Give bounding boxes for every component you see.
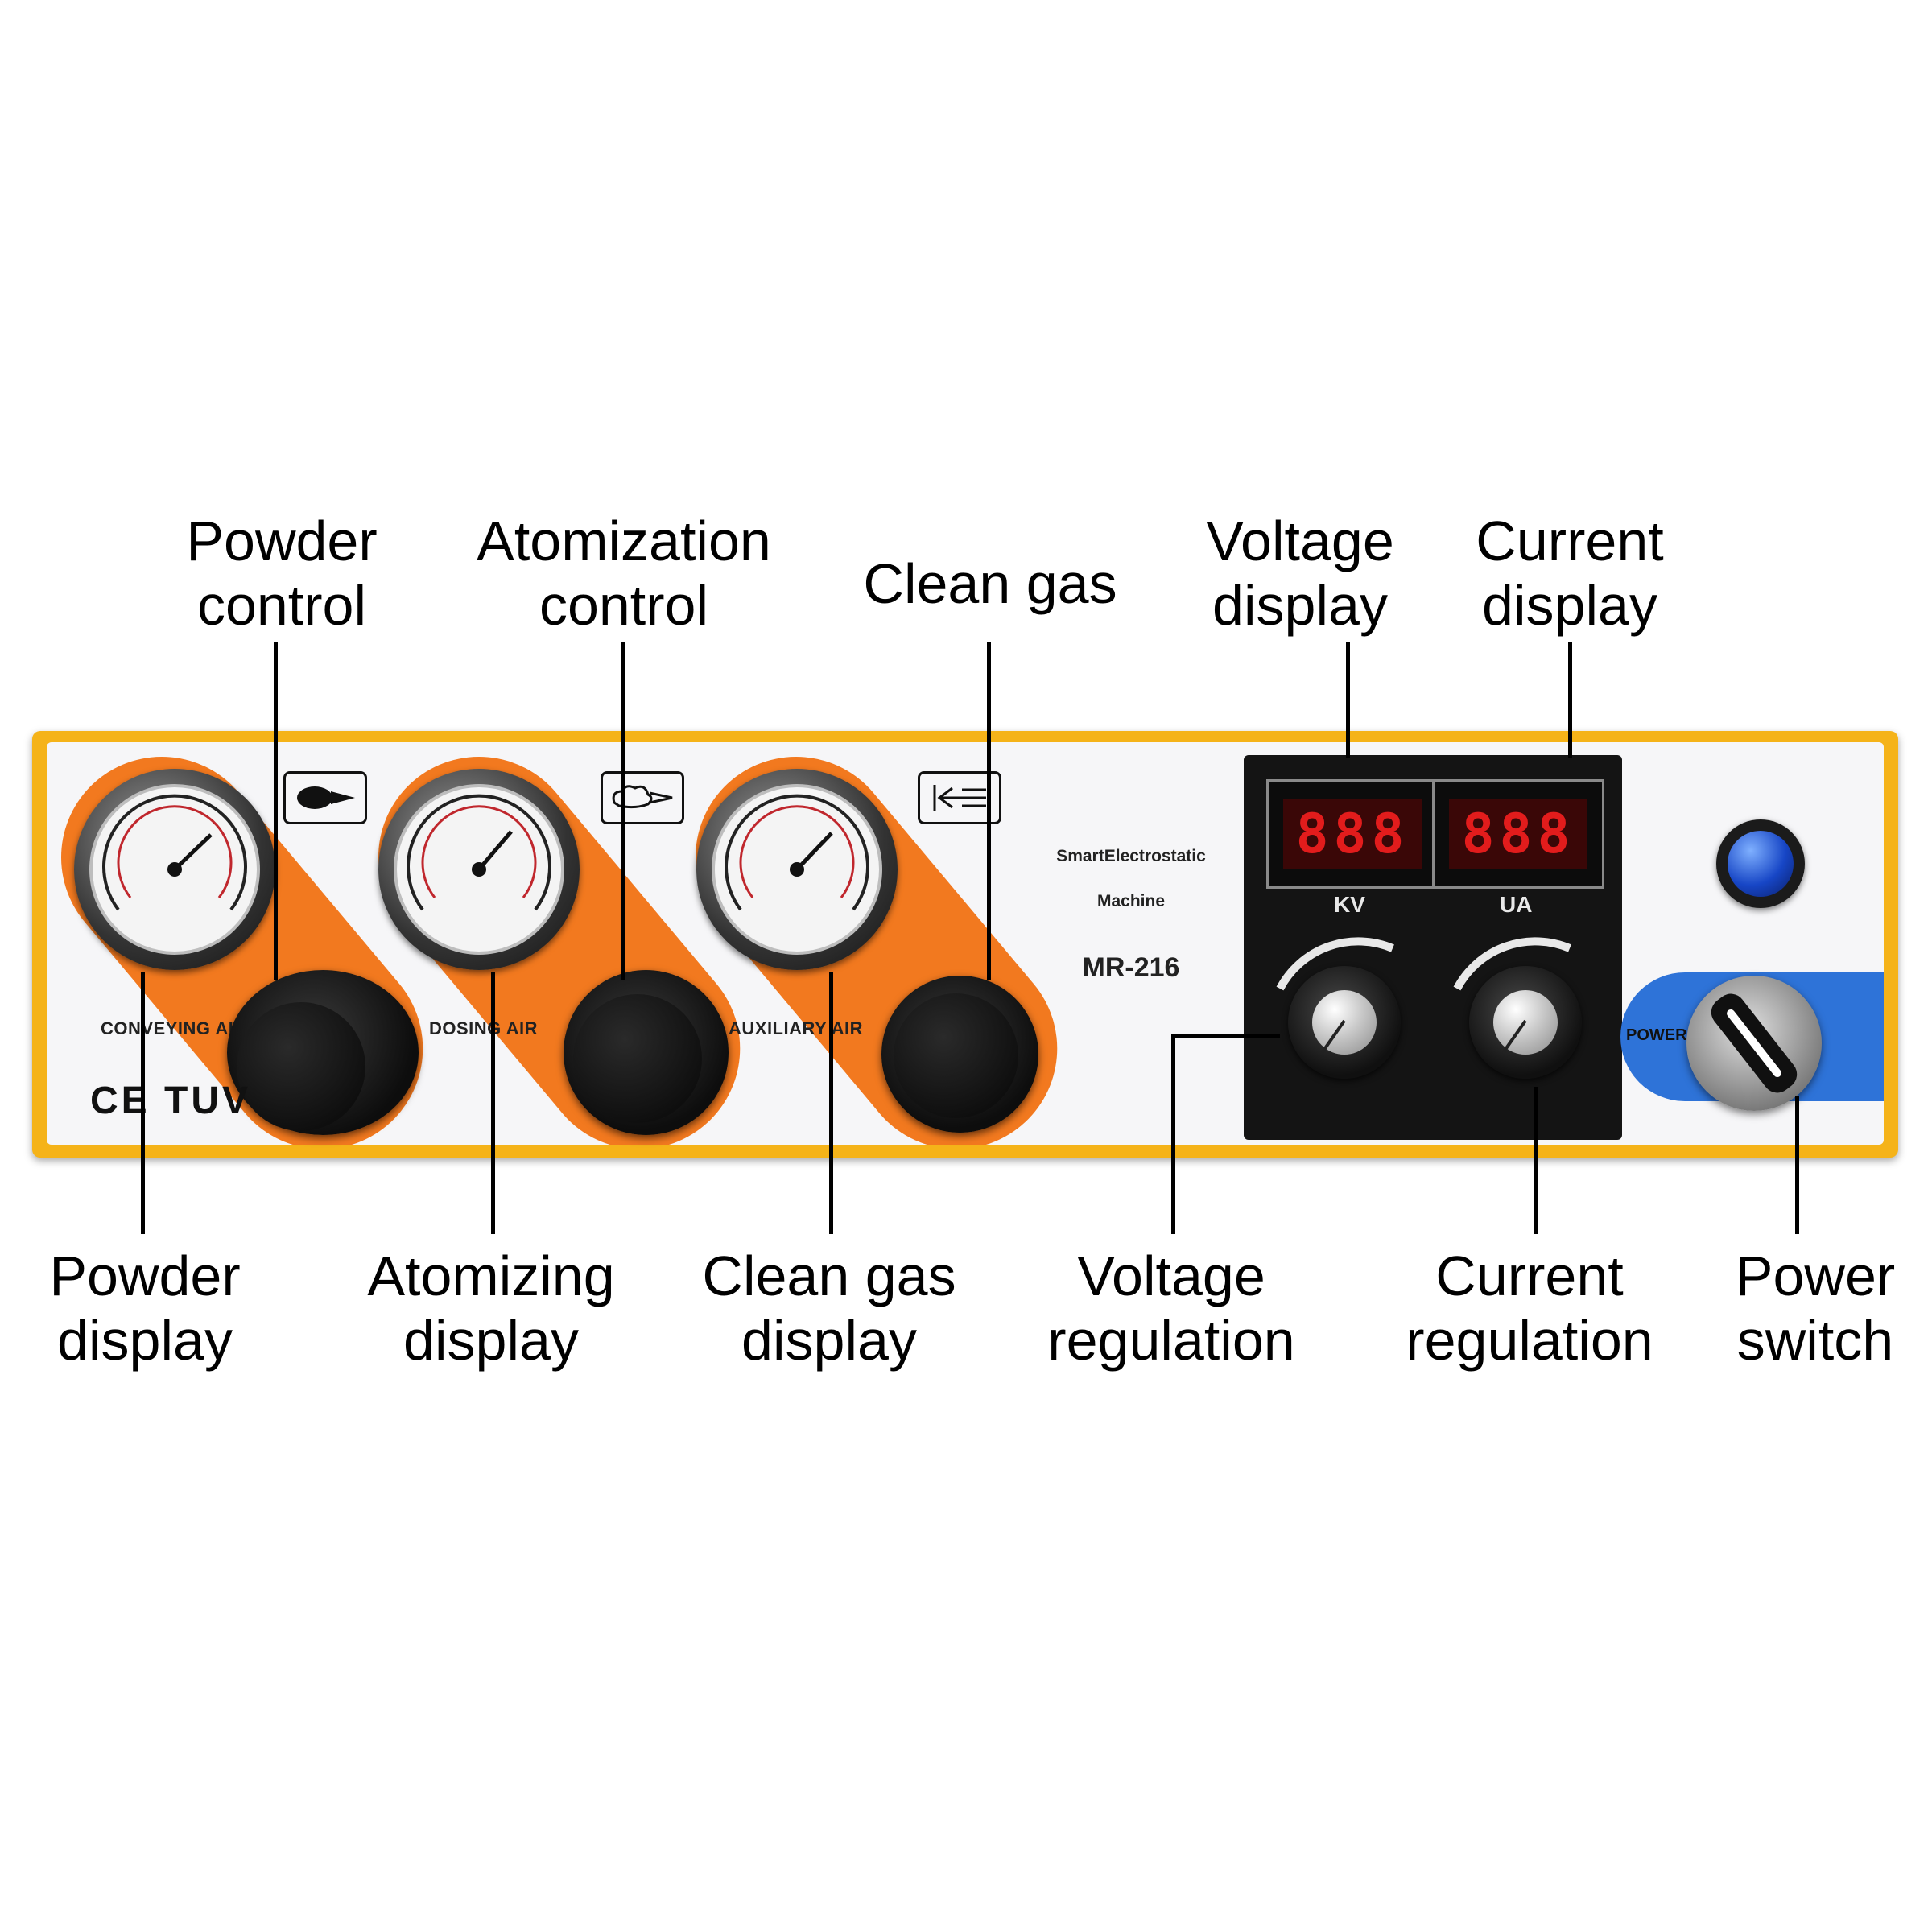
power-switch-lever[interactable] — [1705, 988, 1803, 1099]
leader-voltage-regulation-horizontal — [1171, 1034, 1280, 1038]
callout-current-display: Current display — [1476, 510, 1664, 637]
lever-stripe — [1725, 1007, 1783, 1080]
callout-powder-display: Powder display — [49, 1245, 241, 1372]
callout-powder-control: Powder control — [186, 510, 378, 637]
voltage-regulation-knob[interactable] — [1288, 966, 1401, 1079]
current-display: 888 — [1432, 779, 1604, 889]
dosing-air-gauge — [378, 769, 580, 970]
brand-line-1: SmartElectrostatic — [1056, 847, 1206, 865]
leader-clean-gas — [987, 642, 991, 980]
knob-cap — [573, 994, 702, 1123]
control-block: 888 888 KV UA — [1244, 755, 1622, 1140]
leader-powder-display — [141, 972, 145, 1234]
current-regulation-knob[interactable] — [1469, 966, 1582, 1079]
gauge-face — [394, 784, 564, 955]
conveying-air-label: CONVEYING AIR — [101, 1018, 247, 1038]
voltage-display: 888 — [1266, 779, 1439, 889]
callout-atomization-control: Atomization control — [477, 510, 771, 637]
leader-voltage-regulation-vertical — [1171, 1034, 1175, 1234]
voltage-display-window: 888 — [1283, 799, 1422, 869]
power-indicator-lamp — [1716, 819, 1805, 908]
model-number: MR-216 — [1082, 952, 1180, 983]
callout-power-switch: Power switch — [1735, 1245, 1896, 1372]
gauge-face — [89, 784, 260, 955]
leader-atomizing-display — [491, 972, 495, 1234]
knob-cap — [894, 993, 1018, 1118]
atomization-control-knob[interactable] — [564, 970, 729, 1135]
kv-label: KV — [1334, 892, 1365, 917]
auxiliary-air-gauge — [696, 769, 898, 970]
knob-cap — [237, 1002, 365, 1131]
ua-label: UA — [1500, 892, 1533, 917]
certification-marks: CE TUV — [90, 1080, 252, 1122]
indicator-lens — [1728, 831, 1794, 897]
dosing-air-label: DOSING AIR — [429, 1018, 538, 1038]
callout-atomizing-display: Atomizing display — [367, 1245, 615, 1372]
callout-clean-gas: Clean gas — [863, 552, 1117, 615]
clean-gas-knob[interactable] — [881, 976, 1038, 1133]
dial-scale-arcs — [1276, 937, 1571, 991]
leader-voltage-display — [1346, 642, 1350, 758]
power-label: POWER — [1626, 1026, 1687, 1044]
current-display-window: 888 — [1449, 799, 1587, 869]
leader-clean-gas-display — [829, 972, 833, 1234]
leader-power-switch — [1795, 1096, 1799, 1234]
gauge-face — [712, 784, 882, 955]
leader-current-regulation — [1534, 1087, 1538, 1234]
leader-current-display — [1568, 642, 1572, 758]
powder-control-knob[interactable] — [227, 970, 419, 1135]
brand-line-2: Machine — [1096, 892, 1166, 910]
callout-clean-gas-display: Clean gas display — [702, 1245, 956, 1372]
voltage-digits: 888 — [1295, 802, 1410, 866]
leader-powder-control — [274, 642, 278, 980]
atomize-cloud-icon — [601, 771, 684, 824]
leader-atomization-control — [621, 642, 625, 980]
power-switch[interactable] — [1686, 976, 1822, 1111]
callout-voltage-regulation: Voltage regulation — [1047, 1245, 1295, 1372]
current-digits: 888 — [1461, 802, 1575, 866]
callout-current-regulation: Current regulation — [1406, 1245, 1653, 1372]
callout-voltage-display: Voltage display — [1206, 510, 1394, 637]
conveying-air-gauge — [74, 769, 275, 970]
auxiliary-air-label: AUXILIARY AIR — [729, 1018, 864, 1038]
powder-cloud-icon — [283, 771, 367, 824]
